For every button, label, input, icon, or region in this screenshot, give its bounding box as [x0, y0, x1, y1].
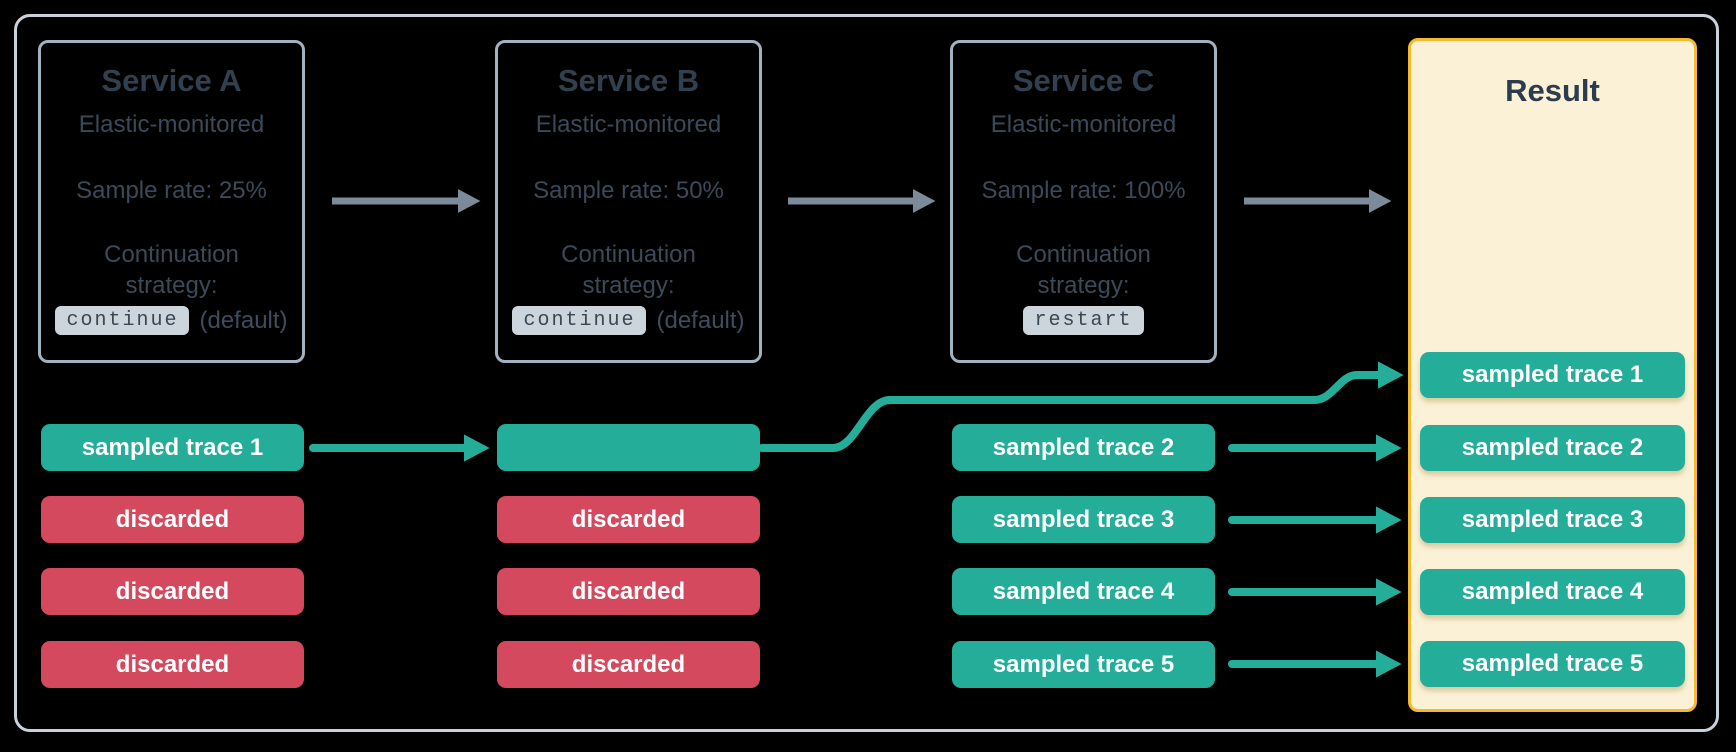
continuation-strategy-label: Continuation strategy:: [1016, 241, 1151, 299]
pill-service-c-sampled-trace-4: sampled trace 4: [952, 568, 1215, 615]
pill-service-b-sampled-unlabeled: [497, 424, 760, 471]
sample-rate-label: Sample rate: 100%: [981, 177, 1186, 204]
pill-service-a-discarded-2: discarded: [41, 568, 304, 615]
pill-service-b-discarded-3: discarded: [497, 641, 760, 688]
service-title: Service B: [557, 63, 700, 98]
pill-service-a-discarded-3: discarded: [41, 641, 304, 688]
continuation-strategy-label: Continuation strategy:: [561, 241, 696, 299]
strategy-default-note: (default): [656, 306, 745, 334]
service-title: Service A: [101, 63, 242, 98]
monitoring-label: Elastic-monitored: [78, 111, 265, 138]
pill-result-sampled-trace-3: sampled trace 3: [1420, 497, 1685, 543]
pill-service-b-discarded-2: discarded: [497, 568, 760, 615]
outer-frame: [14, 14, 1719, 732]
pill-result-sampled-trace-5: sampled trace 5: [1420, 641, 1685, 687]
sample-rate-label: Sample rate: 25%: [76, 177, 267, 204]
strategy-row: restart: [1023, 306, 1144, 335]
service-box-b: Service B Elastic-monitored Sample rate:…: [495, 40, 762, 363]
service-box-a: Service A Elastic-monitored Sample rate:…: [38, 40, 305, 363]
monitoring-label: Elastic-monitored: [535, 111, 722, 138]
monitoring-label: Elastic-monitored: [990, 111, 1177, 138]
pill-service-a-discarded-1: discarded: [41, 496, 304, 543]
result-title: Result: [1505, 73, 1600, 108]
strategy-chip: restart: [1023, 306, 1144, 335]
strategy-row: continue (default): [512, 306, 745, 335]
strategy-default-note: (default): [199, 306, 288, 334]
strategy-row: continue (default): [55, 306, 288, 335]
pill-result-sampled-trace-2: sampled trace 2: [1420, 425, 1685, 471]
pill-service-a-sampled-trace-1: sampled trace 1: [41, 424, 304, 471]
pill-service-b-discarded-1: discarded: [497, 496, 760, 543]
pill-result-sampled-trace-4: sampled trace 4: [1420, 569, 1685, 615]
service-box-c: Service C Elastic-monitored Sample rate:…: [950, 40, 1217, 363]
pill-result-sampled-trace-1: sampled trace 1: [1420, 352, 1685, 398]
pill-service-c-sampled-trace-5: sampled trace 5: [952, 641, 1215, 688]
pill-service-c-sampled-trace-2: sampled trace 2: [952, 424, 1215, 471]
service-title: Service C: [1012, 63, 1155, 98]
strategy-chip: continue: [512, 306, 647, 335]
continuation-strategy-label: Continuation strategy:: [104, 241, 239, 299]
pill-service-c-sampled-trace-3: sampled trace 3: [952, 496, 1215, 543]
strategy-chip: continue: [55, 306, 190, 335]
sample-rate-label: Sample rate: 50%: [533, 177, 724, 204]
